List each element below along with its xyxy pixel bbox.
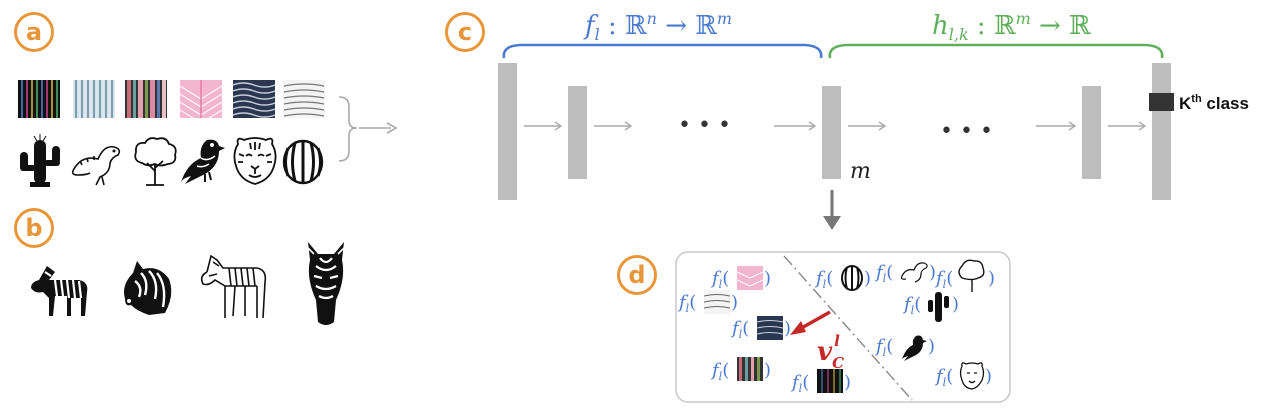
ellipsis-2: • • •	[940, 119, 993, 144]
random-point-cactus: fl( )	[902, 292, 959, 322]
concept-point-dark: fl( )	[790, 369, 851, 395]
random-point-watermelon: fl( )	[814, 265, 871, 291]
texture-dark-stripes	[18, 80, 60, 118]
layer-output	[1152, 63, 1171, 200]
svg-text:): )	[952, 294, 959, 315]
random-point-tiger: fl( )	[934, 362, 992, 390]
concept-point-navy: fl( )	[730, 316, 791, 341]
zebra-head-icon	[124, 261, 172, 315]
ellipsis-1: • • •	[678, 113, 731, 138]
texture-pink-feather	[180, 80, 222, 118]
svg-text:fl(: fl(	[934, 366, 953, 389]
texture-multicolor-stripes	[125, 80, 167, 118]
svg-text:): )	[764, 360, 771, 381]
tree-icon	[134, 137, 177, 186]
zebra-outline-icon	[200, 254, 267, 319]
layer-dim-label: m	[850, 159, 871, 184]
svg-text:): )	[844, 372, 851, 393]
svg-text:fl(: fl(	[874, 262, 893, 285]
h-map-label: hl,k : ℝm → ℝ	[932, 9, 1091, 44]
tiger-icon	[233, 137, 277, 185]
texture-gray-lines	[283, 80, 325, 118]
layer-2	[568, 86, 587, 179]
svg-text:): )	[864, 268, 871, 289]
svg-text:): )	[929, 262, 936, 283]
cactus-icon	[20, 134, 60, 187]
concept-point-gray: fl( )	[677, 290, 738, 315]
svg-text:fl(: fl(	[677, 292, 696, 315]
svg-text:fl(: fl(	[710, 268, 729, 291]
forward-arrows	[524, 121, 1147, 131]
svg-text:): )	[784, 318, 791, 339]
layer-input	[498, 63, 517, 200]
panel-b-badge: b	[14, 208, 54, 248]
f-map-label: fl : ℝn → ℝm	[583, 9, 732, 44]
svg-text:fl(: fl(	[790, 372, 809, 395]
cav-label: vCl	[817, 332, 844, 372]
random-point-tree: fl( )	[934, 259, 995, 292]
panel-c-badge: c	[445, 12, 485, 52]
texture-navy-waves	[233, 80, 275, 118]
concept-point-multicolor: fl( )	[710, 357, 771, 383]
panel-d-badge: d	[617, 255, 657, 295]
group-brace	[338, 96, 398, 162]
svg-text:fl(: fl(	[902, 294, 921, 317]
svg-text:): )	[985, 366, 992, 387]
layer-penultimate	[1082, 86, 1101, 179]
zebra-standing-icon	[31, 266, 88, 316]
svg-text:fl(: fl(	[874, 336, 893, 359]
concept-space-panel: vCl fl( ) fl( ) fl( ) fl( ) fl( )	[675, 251, 1011, 403]
random-point-dinosaur: fl( )	[874, 262, 936, 285]
decision-boundary	[783, 255, 913, 401]
svg-text:fl(: fl(	[710, 360, 729, 383]
texture-blue-stripes	[73, 80, 115, 118]
dinosaur-icon	[71, 145, 121, 186]
network-diagram: fl : ℝn → ℝm hl,k : ℝm → ℝ • • • • • • m…	[498, 9, 1249, 230]
kth-class-label: Kth class	[1179, 93, 1249, 113]
bird-icon	[181, 139, 225, 184]
random-point-bird: fl( )	[874, 335, 935, 361]
concept-point-pink: fl( )	[710, 266, 771, 291]
svg-text:fl(: fl(	[730, 318, 749, 341]
f-brace	[502, 43, 823, 59]
svg-text:fl(: fl(	[814, 268, 833, 291]
svg-text:): )	[988, 268, 995, 289]
zebra-face-icon	[307, 242, 345, 325]
svg-text:fl(: fl(	[934, 268, 953, 291]
watermelon-icon	[282, 139, 324, 185]
panel-a-badge: a	[14, 12, 54, 52]
kth-class-unit	[1149, 93, 1174, 111]
layer-m	[822, 86, 841, 179]
h-brace	[828, 43, 1164, 59]
svg-text:): )	[764, 268, 771, 289]
svg-text:): )	[731, 292, 738, 313]
svg-text:): )	[928, 336, 935, 357]
